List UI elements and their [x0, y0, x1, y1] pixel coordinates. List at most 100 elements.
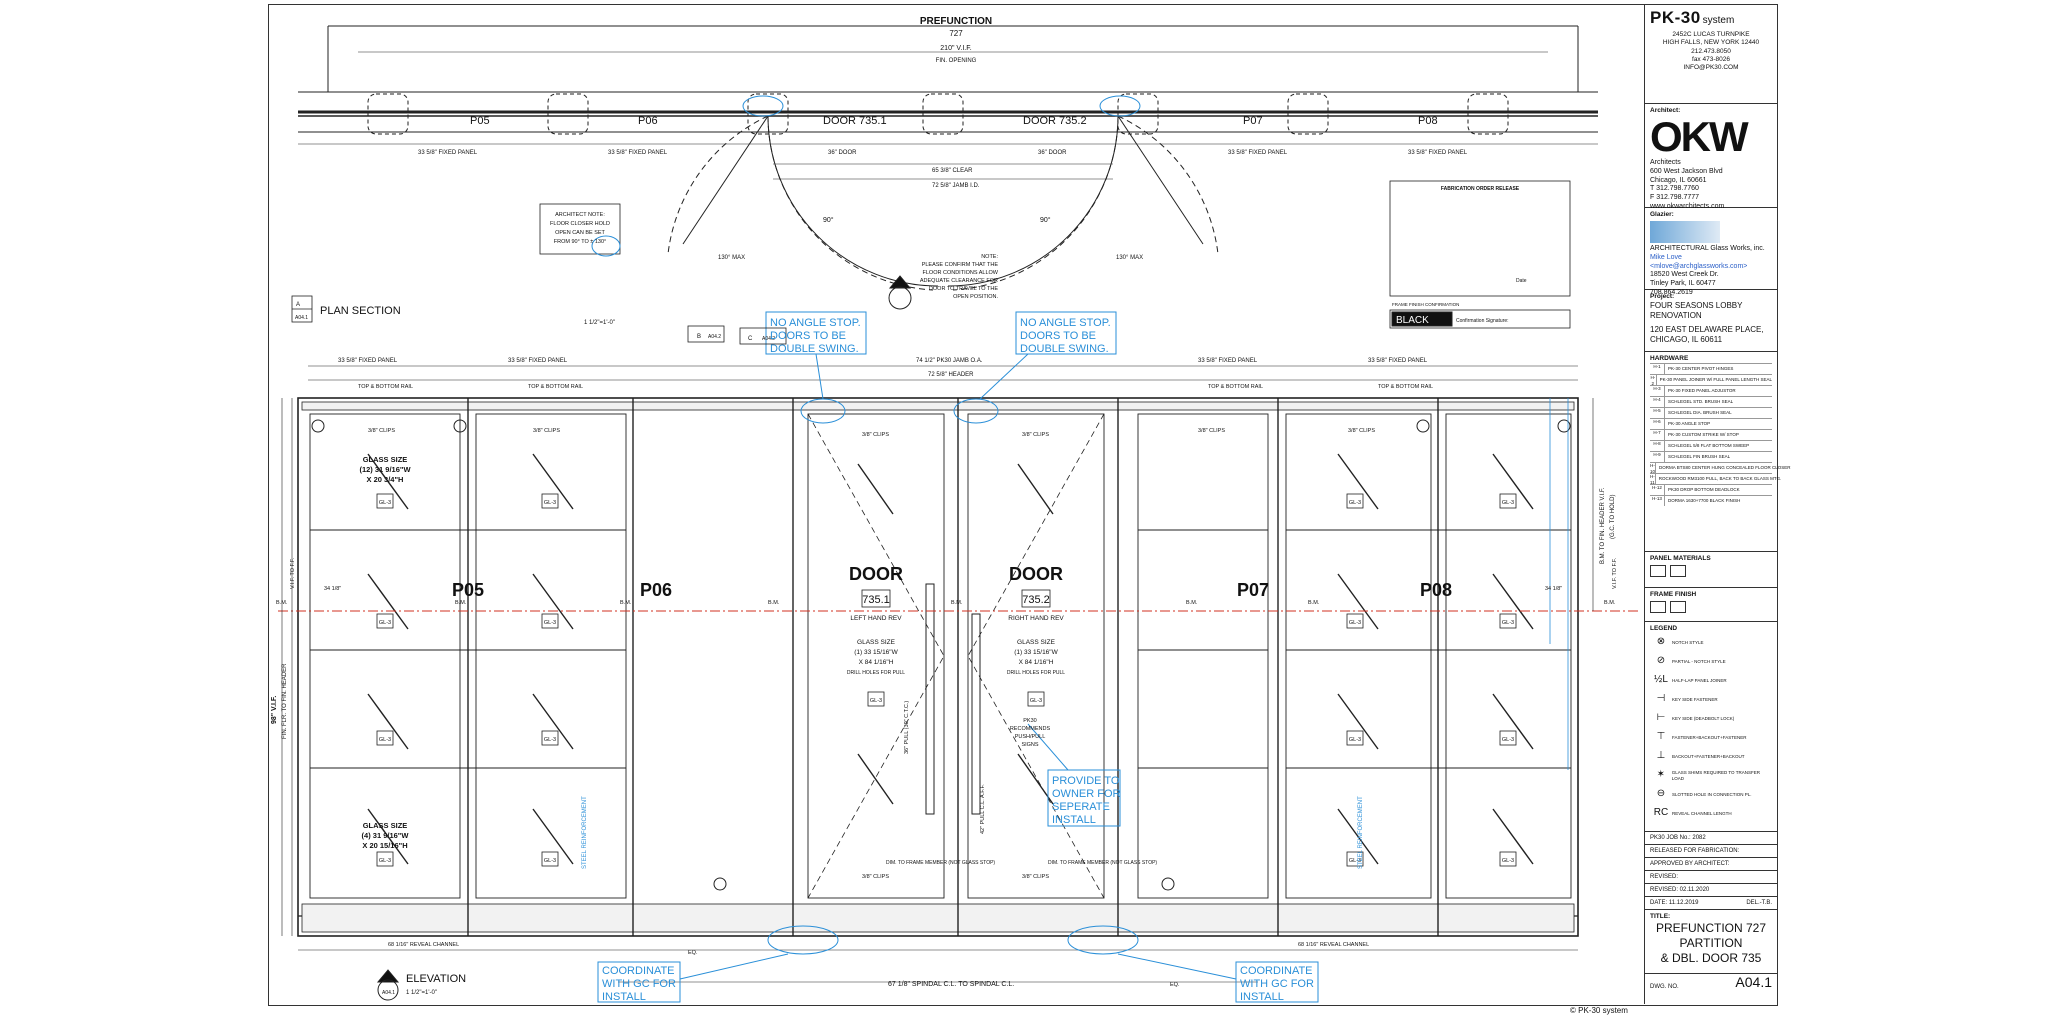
clips-3: 3/8" CLIPS	[862, 432, 889, 438]
legend-row: ⊗NOTCH STYLE	[1650, 633, 1772, 652]
panel-material-swatch	[1650, 565, 1666, 578]
door-glass-1b: (1) 33 15/16"W	[854, 649, 898, 656]
callout-coord-2b: WITH GC FOR	[1240, 978, 1314, 990]
approved-architect: APPROVED BY ARCHITECT:	[1645, 858, 1777, 871]
elev-p05: P05	[452, 580, 484, 600]
glazier-label: Glazier:	[1650, 211, 1674, 218]
legend-symbol-icon: ✶	[1656, 769, 1666, 781]
legend-symbol-icon: ⊘	[1656, 655, 1666, 667]
elev-fixed-4: 33 5/8" FIXED PANEL	[1368, 358, 1428, 364]
plan-clear: 65 3/8" CLEAR	[932, 168, 973, 174]
legend-text: GLASS SHIMS REQUIRED TO TRANSFER LOAD	[1671, 770, 1760, 781]
pk30-note-2: RECOMMENDS	[1010, 726, 1051, 732]
elev-p08: P08	[1420, 580, 1452, 600]
clips-4: 3/8" CLIPS	[1022, 432, 1049, 438]
okw-address: 600 West Jackson Blvd	[1650, 167, 1723, 175]
vif-left: V.I.F. TO F.F.	[290, 557, 296, 589]
callout-no-angle-1a: NO ANGLE STOP.	[770, 317, 861, 329]
glazier-address: 18520 West Creek Dr.	[1650, 271, 1719, 279]
conf-signature: Confirmation Signature:	[1456, 318, 1509, 324]
dwg-number: A04.1	[1735, 973, 1772, 990]
dim-34-left: 34 1/8"	[324, 586, 341, 592]
callout-coord-2c: INSTALL	[1240, 991, 1284, 1003]
elev-fixed-2: 33 5/8" FIXED PANEL	[508, 358, 568, 364]
drawing-sheet	[268, 4, 1778, 1006]
frame-finish-block: FRAME FINISH	[1645, 588, 1777, 622]
callout-no-angle-2b: DOORS TO BE	[1020, 330, 1096, 342]
title-section: TITLE: PREFUNCTION 727 PARTITION & DBL. …	[1645, 910, 1777, 974]
rail-1: TOP & BOTTOM RAIL	[358, 384, 413, 390]
bm-4: B.M.	[951, 600, 963, 606]
plan-section-label: PLAN SECTION	[320, 305, 401, 317]
legend-text: PARTIAL - NOTCH STYLE	[1672, 658, 1726, 664]
callout-no-angle-2c: DOUBLE SWING.	[1020, 343, 1109, 355]
glazier-phone: 708.864.2619	[1650, 288, 1693, 296]
floor-note-1: NOTE:	[981, 254, 998, 260]
pk30-note-3: PUSH/PULL	[1015, 734, 1046, 740]
revised-date: REVISED: 02.11.2020	[1645, 884, 1777, 897]
vif-right: V.I.F. TO F.F.	[1612, 557, 1618, 589]
legend-label: LEGEND	[1650, 625, 1678, 632]
plan-ref-sheet: A04.1	[295, 315, 308, 321]
callout-coord-1b: WITH GC FOR	[602, 978, 676, 990]
project-block: Project: FOUR SEASONS LOBBY RENOVATION 1…	[1645, 290, 1777, 352]
arch-note-1: ARCHITECT NOTE:	[555, 212, 605, 218]
floor-note-6: OPEN POSITION.	[953, 294, 998, 300]
plan-vif: 210" V.I.F.	[940, 45, 971, 52]
dim-frame-2: DIM. TO FRAME MEMBER (NOT GLASS STOP)	[1048, 860, 1157, 866]
gl3-label: GL-3	[1349, 858, 1361, 864]
clips-1: 3/8" CLIPS	[368, 428, 395, 434]
callout-no-angle-2a: NO ANGLE STOP.	[1020, 317, 1111, 329]
eq-2: EQ.	[1170, 982, 1180, 988]
rail-4: TOP & BOTTOM RAIL	[1378, 384, 1433, 390]
floor-note-3: FLOOR CONDITIONS ALLOW	[923, 270, 999, 276]
plan-door-36-1: 36" DOOR	[828, 150, 857, 156]
callout-coord-2a: COORDINATE	[1240, 965, 1313, 977]
okw-fax: F 312.798.7777	[1650, 194, 1700, 202]
title-label: TITLE:	[1650, 913, 1671, 920]
gl3-label: GL-3	[544, 500, 556, 506]
architect-block: Architect: OKW Architects 600 West Jacks…	[1645, 104, 1777, 210]
sheet-title: PREFUNCTION 727	[1655, 921, 1767, 936]
clips-8: 3/8" CLIPS	[1022, 874, 1049, 880]
elevation-ref: A04.1	[382, 990, 395, 996]
okw-phone: T 312.798.7760	[1650, 185, 1699, 193]
hardware-code: H-3	[1650, 386, 1665, 397]
rail-3: TOP & BOTTOM RAIL	[1208, 384, 1263, 390]
hardware-code: H-7	[1650, 430, 1665, 441]
gl3-label: GL-3	[1502, 620, 1514, 626]
gl3-label: GL-3	[379, 858, 391, 864]
legend-block: LEGEND ⊗NOTCH STYLE ⊘ PARTIAL - NOTCH STYL…	[1645, 622, 1777, 832]
glass1-l3: X 20 3/4"H	[367, 475, 404, 484]
clips-2: 3/8" CLIPS	[533, 428, 560, 434]
arch-note-3: OPEN CAN BE SET	[555, 230, 605, 236]
hardware-desc: ROCKWOOD RM3100 PULL, BACK TO BACK GLASS…	[1658, 476, 1782, 482]
hardware-code: H-5	[1650, 408, 1665, 419]
frame-finish-conf: FRAME FINISH CONFIRMATION	[1392, 302, 1459, 307]
plan-door-1: DOOR 735.1	[823, 115, 887, 127]
pk30-fax: fax 473-8026	[1692, 55, 1730, 63]
elevation-label: ELEVATION	[406, 973, 466, 985]
hardware-code: H-6	[1650, 419, 1665, 430]
rail-2: TOP & BOTTOM RAIL	[528, 384, 583, 390]
plan-fixed-4: 33 5/8" FIXED PANEL	[1408, 150, 1468, 156]
plan-fixed-3: 33 5/8" FIXED PANEL	[1228, 150, 1288, 156]
frame-finish-swatch	[1670, 601, 1686, 614]
gl3-label: GL-3	[544, 620, 556, 626]
legend-row: ⊥BACKOUT+FASTENER+BACKOUT	[1650, 747, 1772, 766]
glazier-contact: Mike Love <mlove@archglassworks.com>	[1650, 253, 1748, 270]
hardware-code: H-8	[1650, 441, 1665, 452]
fab-date: Date	[1516, 278, 1527, 284]
door-glass-2d: DRILL HOLES FOR PULL	[1007, 670, 1065, 676]
hardware-desc: DORMA BTS80 CENTER HUNG CONCEALED FLOOR …	[1659, 465, 1791, 471]
arch-note-2: FLOOR CLOSER HOLD	[550, 221, 610, 227]
legend-text: KEY SIDE (DEADBOLT LOCK)	[1672, 715, 1735, 721]
door-glass-1a: GLASS SIZE	[857, 639, 896, 646]
pk30-email: INFO@PK30.COM	[1683, 63, 1739, 71]
frame-finish-label: FRAME FINISH	[1650, 591, 1697, 598]
callout-provide-c: SEPERATE	[1052, 801, 1110, 813]
